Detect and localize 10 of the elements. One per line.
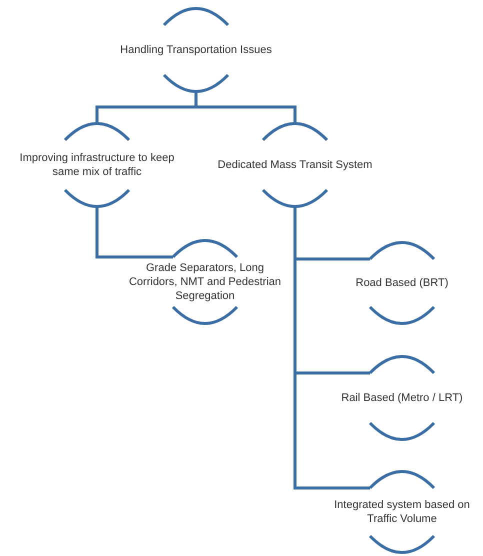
node-label: Improving infrastructure to keep same mix of traffic	[18, 150, 176, 180]
node-label: Handling Transportation Issues	[120, 42, 272, 58]
node-label: Dedicated Mass Transit System	[218, 158, 372, 172]
node-label: Road Based (BRT)	[356, 276, 448, 290]
connector-line	[96, 206, 173, 258]
node-label: Rail Based (Metro / LRT)	[341, 390, 463, 406]
node-label: Integrated system based on Traffic Volume	[333, 498, 471, 526]
node-label: Grade Separators, Long Corridors, NMT and Pedestrian Segregation	[128, 260, 282, 304]
connector-line	[194, 91, 296, 124]
connector-line	[294, 206, 370, 490]
